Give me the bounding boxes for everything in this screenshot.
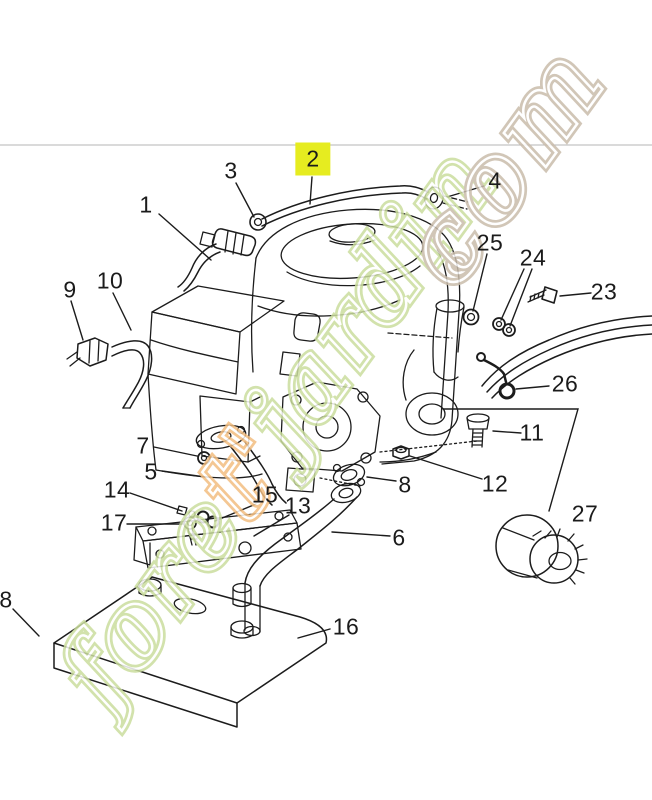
part-label-6: 6 xyxy=(392,524,406,551)
part-label-12: 12 xyxy=(481,470,509,497)
part-label-14: 14 xyxy=(103,476,131,503)
leader-lines xyxy=(12,176,592,639)
part-label-27: 27 xyxy=(571,500,599,527)
part-label-15: 15 xyxy=(251,481,279,508)
part-label-10: 10 xyxy=(96,267,124,294)
part-label-24: 24 xyxy=(519,244,547,271)
part-label-3: 3 xyxy=(224,157,238,184)
part-label-11: 11 xyxy=(519,419,545,446)
part-label-8-left: 8 xyxy=(0,586,13,613)
part-label-4: 4 xyxy=(488,167,502,194)
engine-line-art xyxy=(53,185,652,728)
part-label-16: 16 xyxy=(332,613,360,640)
part-label-5: 5 xyxy=(144,458,158,485)
part-label-13: 13 xyxy=(284,492,312,519)
part-label-23: 23 xyxy=(590,278,618,305)
part-label-7: 7 xyxy=(136,432,150,459)
part-label-1: 1 xyxy=(139,191,153,218)
part-label-17: 17 xyxy=(100,509,128,536)
part-label-2: 2 xyxy=(295,142,331,176)
part-label-25: 25 xyxy=(476,229,504,256)
part-label-8-upper: 8 xyxy=(398,471,412,498)
part-label-9: 9 xyxy=(63,276,77,303)
part-label-26: 26 xyxy=(551,370,579,397)
